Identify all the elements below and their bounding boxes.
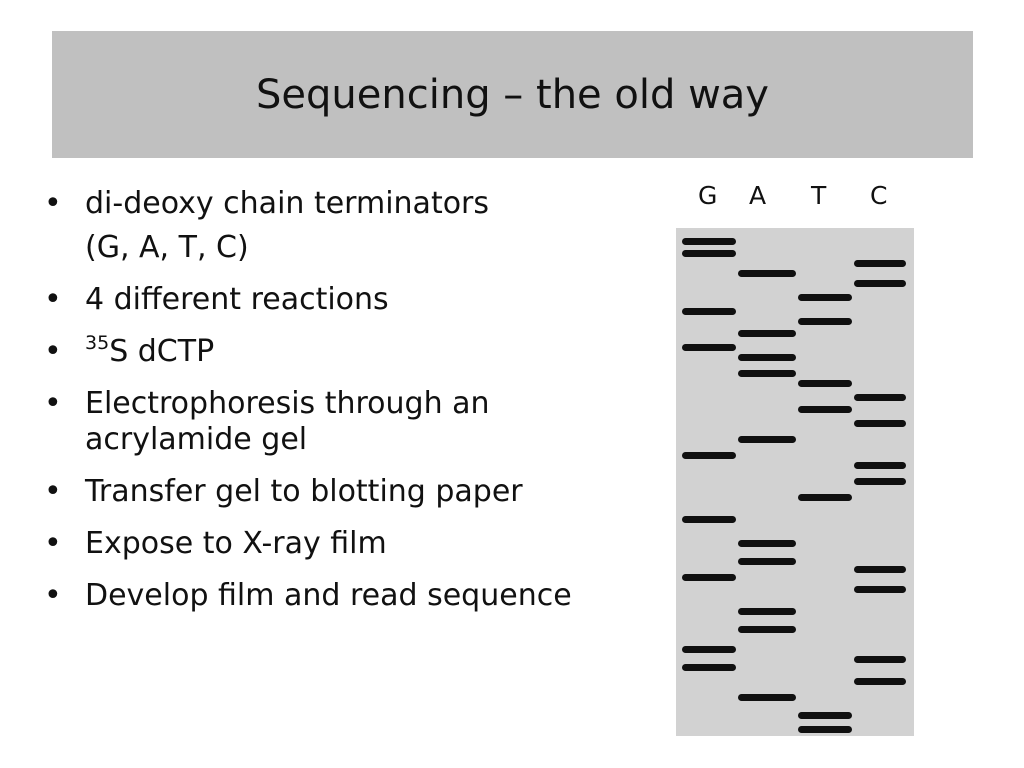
gel-band — [682, 308, 736, 315]
gel-band — [854, 656, 906, 663]
bullet-text: (G, A, T, C) — [85, 230, 249, 265]
bullet-list: • di-deoxy chain terminators (G, A, T, C… — [44, 186, 644, 630]
bullet-item: • di-deoxy chain terminators — [44, 186, 644, 222]
bullet-text: Develop film and read sequence — [85, 578, 572, 613]
gel-band — [738, 330, 796, 337]
gel-band — [682, 516, 736, 523]
gel-band — [682, 452, 736, 459]
gel-band — [798, 406, 852, 413]
gel-band — [682, 250, 736, 257]
bullet-text: Electrophoresis through an acrylamide ge… — [85, 386, 490, 457]
bullet-item: • Electrophoresis through an acrylamide … — [44, 386, 644, 458]
gel-band — [854, 280, 906, 287]
bullet-marker: • — [44, 282, 62, 317]
gel-band — [798, 318, 852, 325]
gel-band — [854, 478, 906, 485]
bullet-item: • 35S dCTP — [44, 334, 644, 370]
bullet-text: 4 different reactions — [85, 282, 389, 317]
bullet-item: • 4 different reactions — [44, 282, 644, 318]
bullet-marker: • — [44, 386, 62, 421]
lane-label-c: C — [870, 181, 888, 210]
gel-band — [738, 694, 796, 701]
bullet-marker: • — [44, 186, 62, 221]
slide-title: Sequencing – the old way — [256, 71, 769, 118]
bullet-text: Transfer gel to blotting paper — [85, 474, 523, 509]
bullet-text: Expose to X-ray film — [85, 526, 387, 561]
bullet-item: • Develop film and read sequence — [44, 578, 644, 614]
gel-band — [682, 646, 736, 653]
gel-band — [798, 726, 852, 733]
gel-band — [738, 540, 796, 547]
lane-label-t: T — [811, 181, 827, 210]
gel-band — [738, 270, 796, 277]
gel-band — [854, 420, 906, 427]
bullet-marker: • — [44, 474, 62, 509]
gel-band — [738, 370, 796, 377]
gel-band — [854, 566, 906, 573]
bullet-item: • Expose to X-ray film — [44, 526, 644, 562]
gel-lane-labels: G A T C — [695, 181, 915, 215]
gel-band — [682, 344, 736, 351]
bullet-marker: • — [44, 526, 62, 561]
gel-band — [738, 436, 796, 443]
gel-band — [854, 462, 906, 469]
gel-band — [798, 712, 852, 719]
gel-band — [682, 574, 736, 581]
gel-band — [738, 354, 796, 361]
gel-band — [798, 494, 852, 501]
gel-band — [854, 260, 906, 267]
gel-band — [738, 558, 796, 565]
lane-label-a: A — [749, 181, 767, 210]
bullet-text: S dCTP — [109, 334, 215, 369]
bullet-marker: • — [44, 578, 62, 613]
gel-band — [854, 586, 906, 593]
gel-band — [738, 608, 796, 615]
gel-band — [798, 294, 852, 301]
gel-band — [854, 394, 906, 401]
bullet-continuation: (G, A, T, C) — [44, 230, 644, 266]
gel-band — [738, 626, 796, 633]
bullet-item: • Transfer gel to blotting paper — [44, 474, 644, 510]
gel-band — [682, 238, 736, 245]
isotope-superscript: 35 — [85, 332, 110, 354]
gel-band — [798, 380, 852, 387]
bullet-marker: • — [44, 334, 62, 369]
bullet-text: di-deoxy chain terminators — [85, 186, 490, 221]
title-bar: Sequencing – the old way — [52, 31, 973, 158]
gel-band — [682, 664, 736, 671]
lane-label-g: G — [698, 181, 718, 210]
gel-band — [854, 678, 906, 685]
sequencing-gel-image — [676, 228, 914, 736]
